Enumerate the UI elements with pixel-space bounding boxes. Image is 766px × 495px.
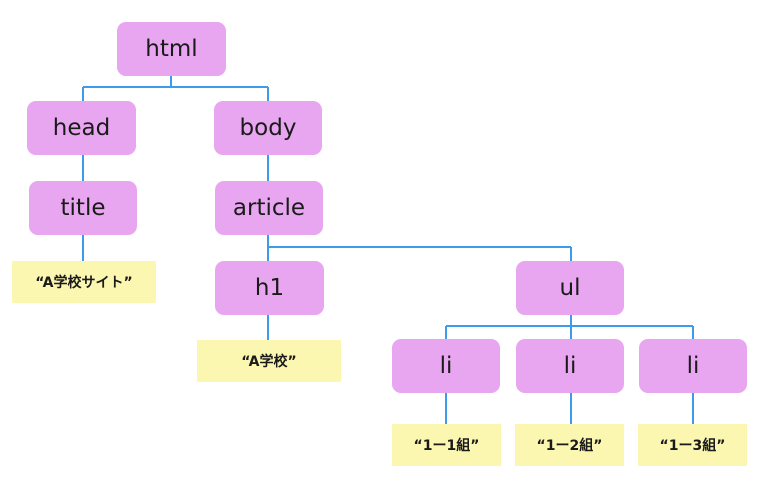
text-node-li-3: “1ー3組”: [638, 424, 747, 466]
node-h1: h1: [215, 261, 324, 315]
node-li-3: li: [639, 339, 747, 393]
connector-group: [82, 76, 694, 424]
text-node-title: “A学校サイト”: [12, 261, 156, 303]
text-node-li-2: “1ー2組”: [515, 424, 624, 466]
node-li-1: li: [392, 339, 500, 393]
text-node-li-1: “1ー1組”: [392, 424, 501, 466]
node-article: article: [215, 181, 323, 235]
text-node-h1: “A学校”: [197, 340, 341, 382]
node-body: body: [214, 101, 322, 155]
node-html: html: [117, 22, 226, 76]
node-li-2: li: [516, 339, 624, 393]
node-ul: ul: [516, 261, 624, 315]
connector-article-children: [267, 234, 572, 261]
node-title: title: [29, 181, 137, 235]
connector-html-children: [82, 76, 269, 102]
connector-ul-children: [445, 314, 694, 340]
node-head: head: [27, 101, 136, 155]
